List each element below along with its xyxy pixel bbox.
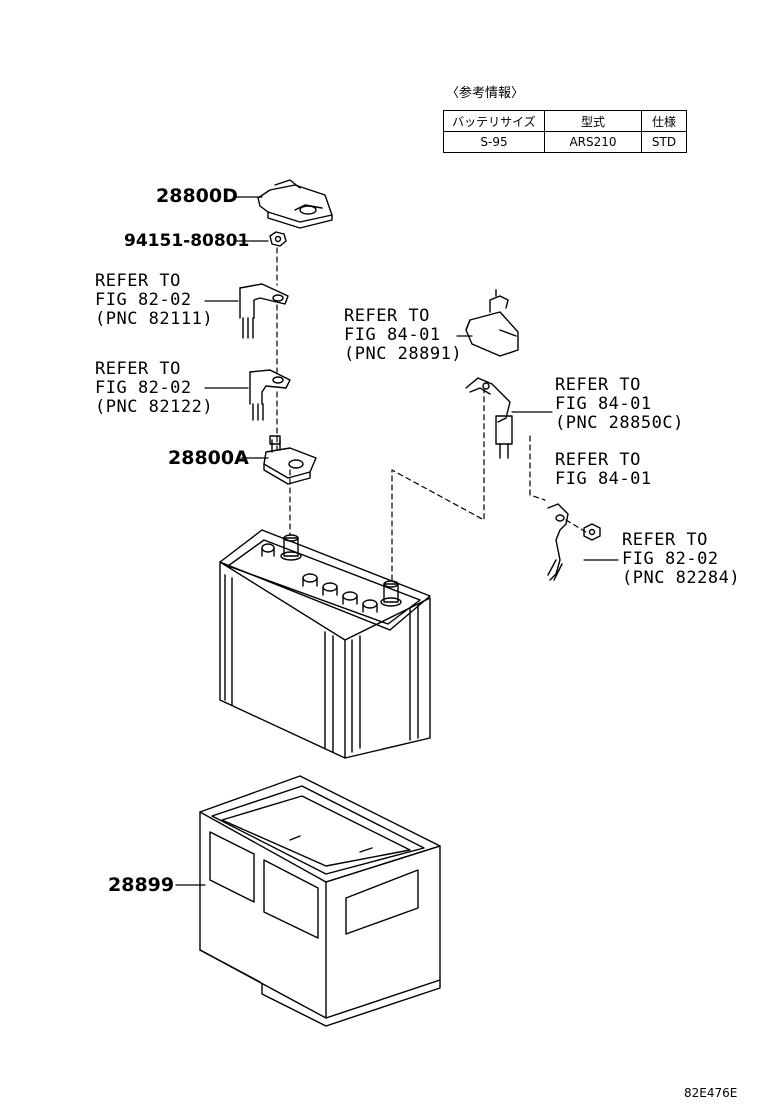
ref-line: FIG 82-02 <box>622 549 719 569</box>
header-model: 型式 <box>544 110 642 132</box>
ref-line: (PNC 82122) <box>95 397 214 417</box>
cable-82111 <box>239 283 289 339</box>
ref-line: REFER TO <box>555 375 641 395</box>
battery-caps <box>261 543 378 613</box>
ref-line: REFER TO <box>95 271 181 291</box>
ref-line: REFER TO <box>95 359 181 379</box>
battery-terminals <box>280 534 402 607</box>
reference-callout-82111[interactable]: REFER TO FIG 82-02 (PNC 82111) <box>95 272 213 329</box>
battery-tray-28899 <box>199 775 441 1027</box>
table-header-row: バッテリサイズ 型式 仕様 <box>443 110 687 132</box>
reference-callout-28850C[interactable]: REFER TO FIG 84-01 (PNC 28850C) <box>555 376 684 433</box>
cell-model: ARS210 <box>544 131 642 153</box>
cell-spec: STD <box>641 131 687 153</box>
diagram-code: 82E476E <box>684 1086 738 1100</box>
ref-line: FIG 84-01 <box>555 469 652 489</box>
part-number-28899[interactable]: 28899 <box>108 874 175 896</box>
ref-line: FIG 84-01 <box>555 394 652 414</box>
reference-callout-82284[interactable]: REFER TO FIG 82-02 (PNC 82284) <box>622 531 740 588</box>
terminal-28800A <box>263 435 317 485</box>
ref-line: REFER TO <box>555 450 641 470</box>
reference-callout-82122[interactable]: REFER TO FIG 82-02 (PNC 82122) <box>95 360 213 417</box>
cable-82122 <box>249 369 291 421</box>
ref-line: (PNC 82111) <box>95 309 214 329</box>
ref-line: FIG 84-01 <box>344 325 441 345</box>
cell-battery-size: S-95 <box>443 131 545 153</box>
table-row: S-95 ARS210 STD <box>443 131 687 153</box>
header-spec: 仕様 <box>641 110 687 132</box>
ref-line: (PNC 28850C) <box>555 413 684 433</box>
battery-info-table: バッテリサイズ 型式 仕様 S-95 ARS210 STD <box>443 110 687 153</box>
ref-line: (PNC 82284) <box>622 568 741 588</box>
ref-line: REFER TO <box>622 530 708 550</box>
part-number-28800A[interactable]: 28800A <box>168 447 249 469</box>
part-number-28800D[interactable]: 28800D <box>156 185 238 207</box>
info-title: 〈参考情報〉 <box>446 86 525 101</box>
battery-body <box>219 529 431 759</box>
leader-lines <box>175 196 619 886</box>
reference-callout-28891[interactable]: REFER TO FIG 84-01 (PNC 28891) <box>344 307 462 364</box>
terminal-cover-28800D <box>257 179 333 229</box>
nut-94151 <box>269 231 287 247</box>
header-battery-size: バッテリサイズ <box>443 110 545 132</box>
cable-82284 <box>547 503 601 581</box>
ref-line: FIG 82-02 <box>95 290 192 310</box>
reference-callout-84-01[interactable]: REFER TO FIG 84-01 <box>555 451 652 489</box>
clamp-28850C <box>465 377 513 459</box>
ref-line: FIG 82-02 <box>95 378 192 398</box>
ref-line: (PNC 28891) <box>344 344 463 364</box>
part-number-94151-80801[interactable]: 94151-80801 <box>124 231 250 251</box>
ref-line: REFER TO <box>344 306 430 326</box>
dashed-guides <box>276 247 587 581</box>
sensor-28891 <box>465 289 519 357</box>
